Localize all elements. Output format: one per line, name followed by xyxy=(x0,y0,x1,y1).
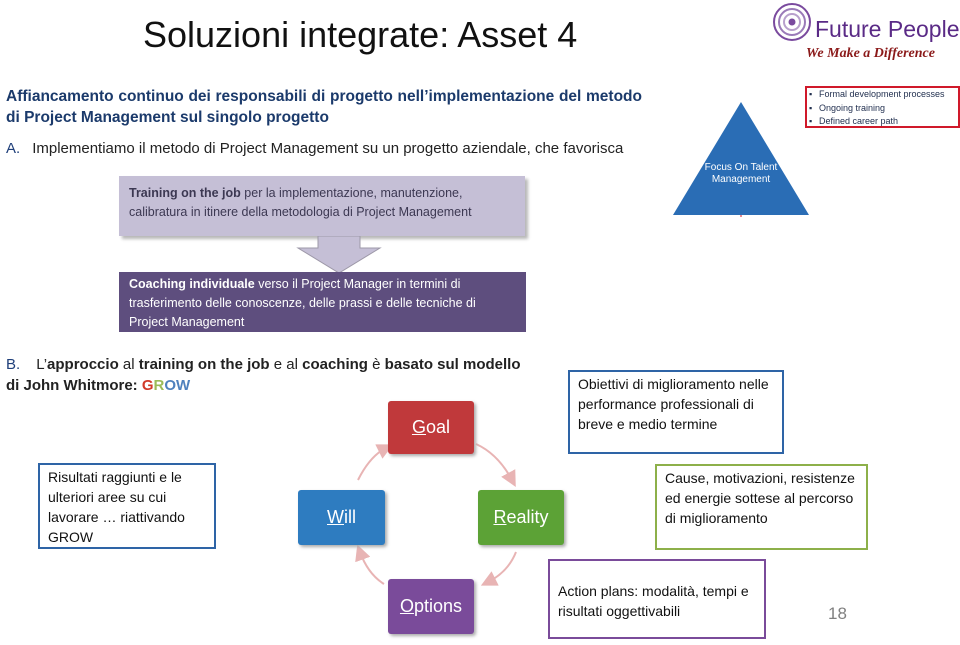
goal-initial: G xyxy=(411,417,426,437)
future-people-logo-icon xyxy=(773,3,811,41)
reality-rest: eality xyxy=(506,507,549,527)
point-b-part: training on the job xyxy=(138,356,270,373)
point-a-text: Implementiamo il metodo di Project Manag… xyxy=(32,140,624,157)
cycle-arrows xyxy=(355,443,517,586)
point-b-part: è xyxy=(367,356,385,373)
triangle-item: Defined career path xyxy=(809,115,956,129)
grow-letter: R xyxy=(153,377,165,394)
grow-letter: W xyxy=(176,377,191,394)
grow-letter: O xyxy=(164,377,177,394)
reality-note: Cause, motivazioni, resistenze ed energi… xyxy=(655,464,868,550)
point-b: B. L’approccio al training on the job e a… xyxy=(6,354,526,396)
will-rest: ill xyxy=(344,507,356,527)
point-a: A. Implementiamo il metodo di Project Man… xyxy=(6,138,646,159)
options-note: Action plans: modalità, tempi e risultat… xyxy=(548,559,766,639)
down-arrow-icon xyxy=(296,236,382,274)
training-box: Training on the job per la implementazio… xyxy=(119,176,525,236)
logo-name: Future People xyxy=(815,16,960,42)
goal-rest: oal xyxy=(425,417,451,437)
options-rest: ptions xyxy=(413,596,463,616)
will-initial: W xyxy=(327,507,344,527)
point-a-label: A. xyxy=(6,140,21,157)
point-b-part: L’ xyxy=(36,356,48,373)
point-b-part: coaching xyxy=(302,356,368,373)
training-box-bold: Training on the job xyxy=(129,186,241,200)
point-b-part: approccio xyxy=(47,356,119,373)
arrow-goal-to-reality xyxy=(475,443,516,488)
triangle-item: Formal development processes xyxy=(809,88,956,102)
arrow-options-to-will xyxy=(355,544,385,585)
logo-tagline: We Make a Difference xyxy=(806,46,935,61)
point-b-part: e al xyxy=(269,356,303,373)
arrow-will-to-goal xyxy=(357,444,394,481)
coaching-box: Coaching individuale verso il Project Ma… xyxy=(119,272,526,332)
goal-note: Obiettivi di miglioramento nelle perform… xyxy=(568,370,784,454)
grow-acronym: GROW xyxy=(142,377,190,394)
triangle-list: Formal development processes Ongoing tra… xyxy=(805,86,960,129)
will-note: Risultati raggiunti e le ulteriori aree … xyxy=(38,463,216,549)
page-title: Soluzioni integrate: Asset 4 xyxy=(143,14,578,55)
grow-letter: G xyxy=(141,377,154,394)
coaching-box-bold: Coaching individuale xyxy=(129,277,255,291)
subtitle: Affiancamento continuo dei responsabili … xyxy=(6,88,642,126)
triangle-item: Ongoing training xyxy=(809,102,956,116)
talent-triangle-icon xyxy=(673,102,809,217)
arrow-reality-to-options xyxy=(480,551,517,586)
point-b-part: al xyxy=(118,356,139,373)
point-b-part: basato sul modello di John Whitmore: xyxy=(6,356,521,394)
training-box-text: per la implementazione, manutenzione, ca… xyxy=(129,186,472,219)
coaching-box-text: verso il Project Manager in termini di t… xyxy=(129,277,476,329)
reality-initial: R xyxy=(493,507,507,527)
options-initial: O xyxy=(399,596,414,616)
triangle-label: Focus On Talent Management xyxy=(704,162,778,185)
page-number: 18 xyxy=(828,604,847,623)
point-b-label: B. xyxy=(6,356,21,373)
